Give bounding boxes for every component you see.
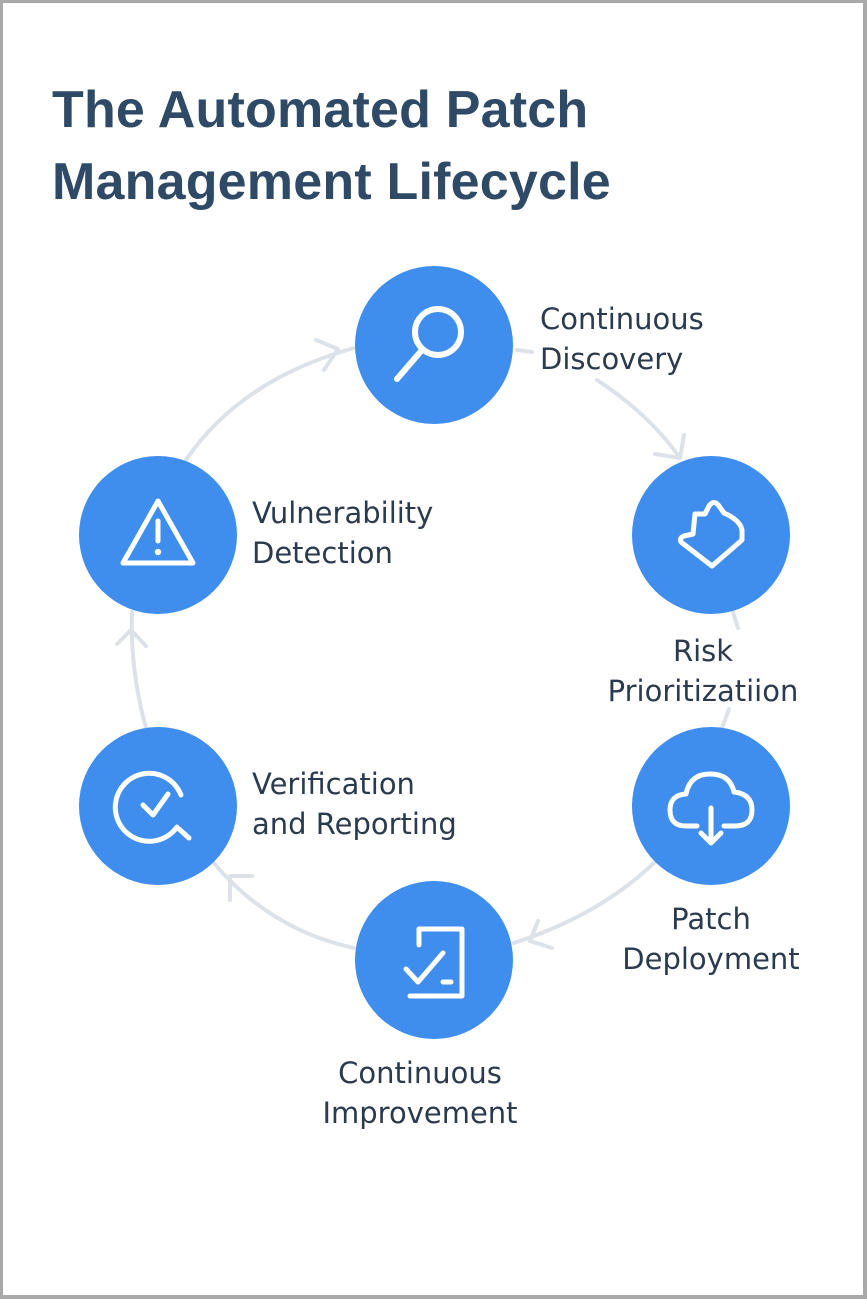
label-line: and Reporting [252, 807, 457, 841]
label-line: Risk [672, 634, 734, 668]
label-verification: Verification and Reporting [252, 764, 457, 844]
arrow-head-detection [115, 628, 148, 648]
connector-verification-to-detection [129, 610, 148, 730]
node-prioritization [632, 456, 790, 614]
node-circle [632, 456, 790, 614]
node-circle [355, 266, 513, 424]
warning-dot [154, 548, 162, 556]
label-line: Vulnerability [252, 496, 434, 530]
arrow-head-discovery [314, 338, 340, 372]
connectors [115, 338, 740, 950]
label-improvement: Continuous Improvement [310, 1053, 530, 1133]
label-line: Deployment [622, 942, 800, 976]
connector-risk-to-patch-2 [720, 707, 731, 730]
label-prioritization: Risk Prioritizatiion [596, 631, 810, 711]
arrow-head-risk [653, 433, 686, 460]
label-line: Continuous [338, 1056, 502, 1090]
node-discovery [355, 266, 513, 424]
label-line: Patch [671, 902, 751, 936]
label-deployment: Patch Deployment [606, 899, 816, 979]
page-background [3, 3, 863, 1295]
connector-improvement-to-verification [211, 860, 356, 950]
connector-detection-to-discovery [184, 346, 356, 462]
node-verification [79, 727, 237, 885]
tag-shape-icon [677, 500, 745, 569]
connector-risk-to-patch [731, 610, 740, 630]
document-check-icon [403, 926, 465, 999]
label-line: Verification [252, 767, 415, 801]
title-line-2: Management Lifecycle [52, 153, 611, 211]
label-line: Detection [252, 536, 393, 570]
label-line: Improvement [322, 1096, 518, 1130]
label-discovery: Continuous Discovery [540, 299, 704, 379]
arrow-head-verification [228, 874, 254, 902]
warning-triangle-icon [120, 498, 196, 566]
label-line: Discovery [540, 342, 684, 376]
label-line: Prioritizatiion [607, 674, 799, 708]
arrow-head-improvement [528, 919, 554, 950]
connector-discovery-to-risk [515, 348, 534, 354]
title-line-1: The Automated Patch [52, 81, 589, 139]
page-title: The Automated Patch Management Lifecycle [52, 74, 611, 218]
label-line: Continuous [540, 302, 704, 336]
connector-discovery-to-risk-2 [595, 378, 682, 460]
node-improvement [355, 881, 513, 1039]
cloud-download-icon [667, 771, 755, 846]
node-deployment [632, 727, 790, 885]
magnifier-icon [394, 306, 464, 382]
label-detection: Vulnerability Detection [252, 493, 433, 573]
node-detection [79, 456, 237, 614]
check-search-icon [112, 770, 192, 844]
